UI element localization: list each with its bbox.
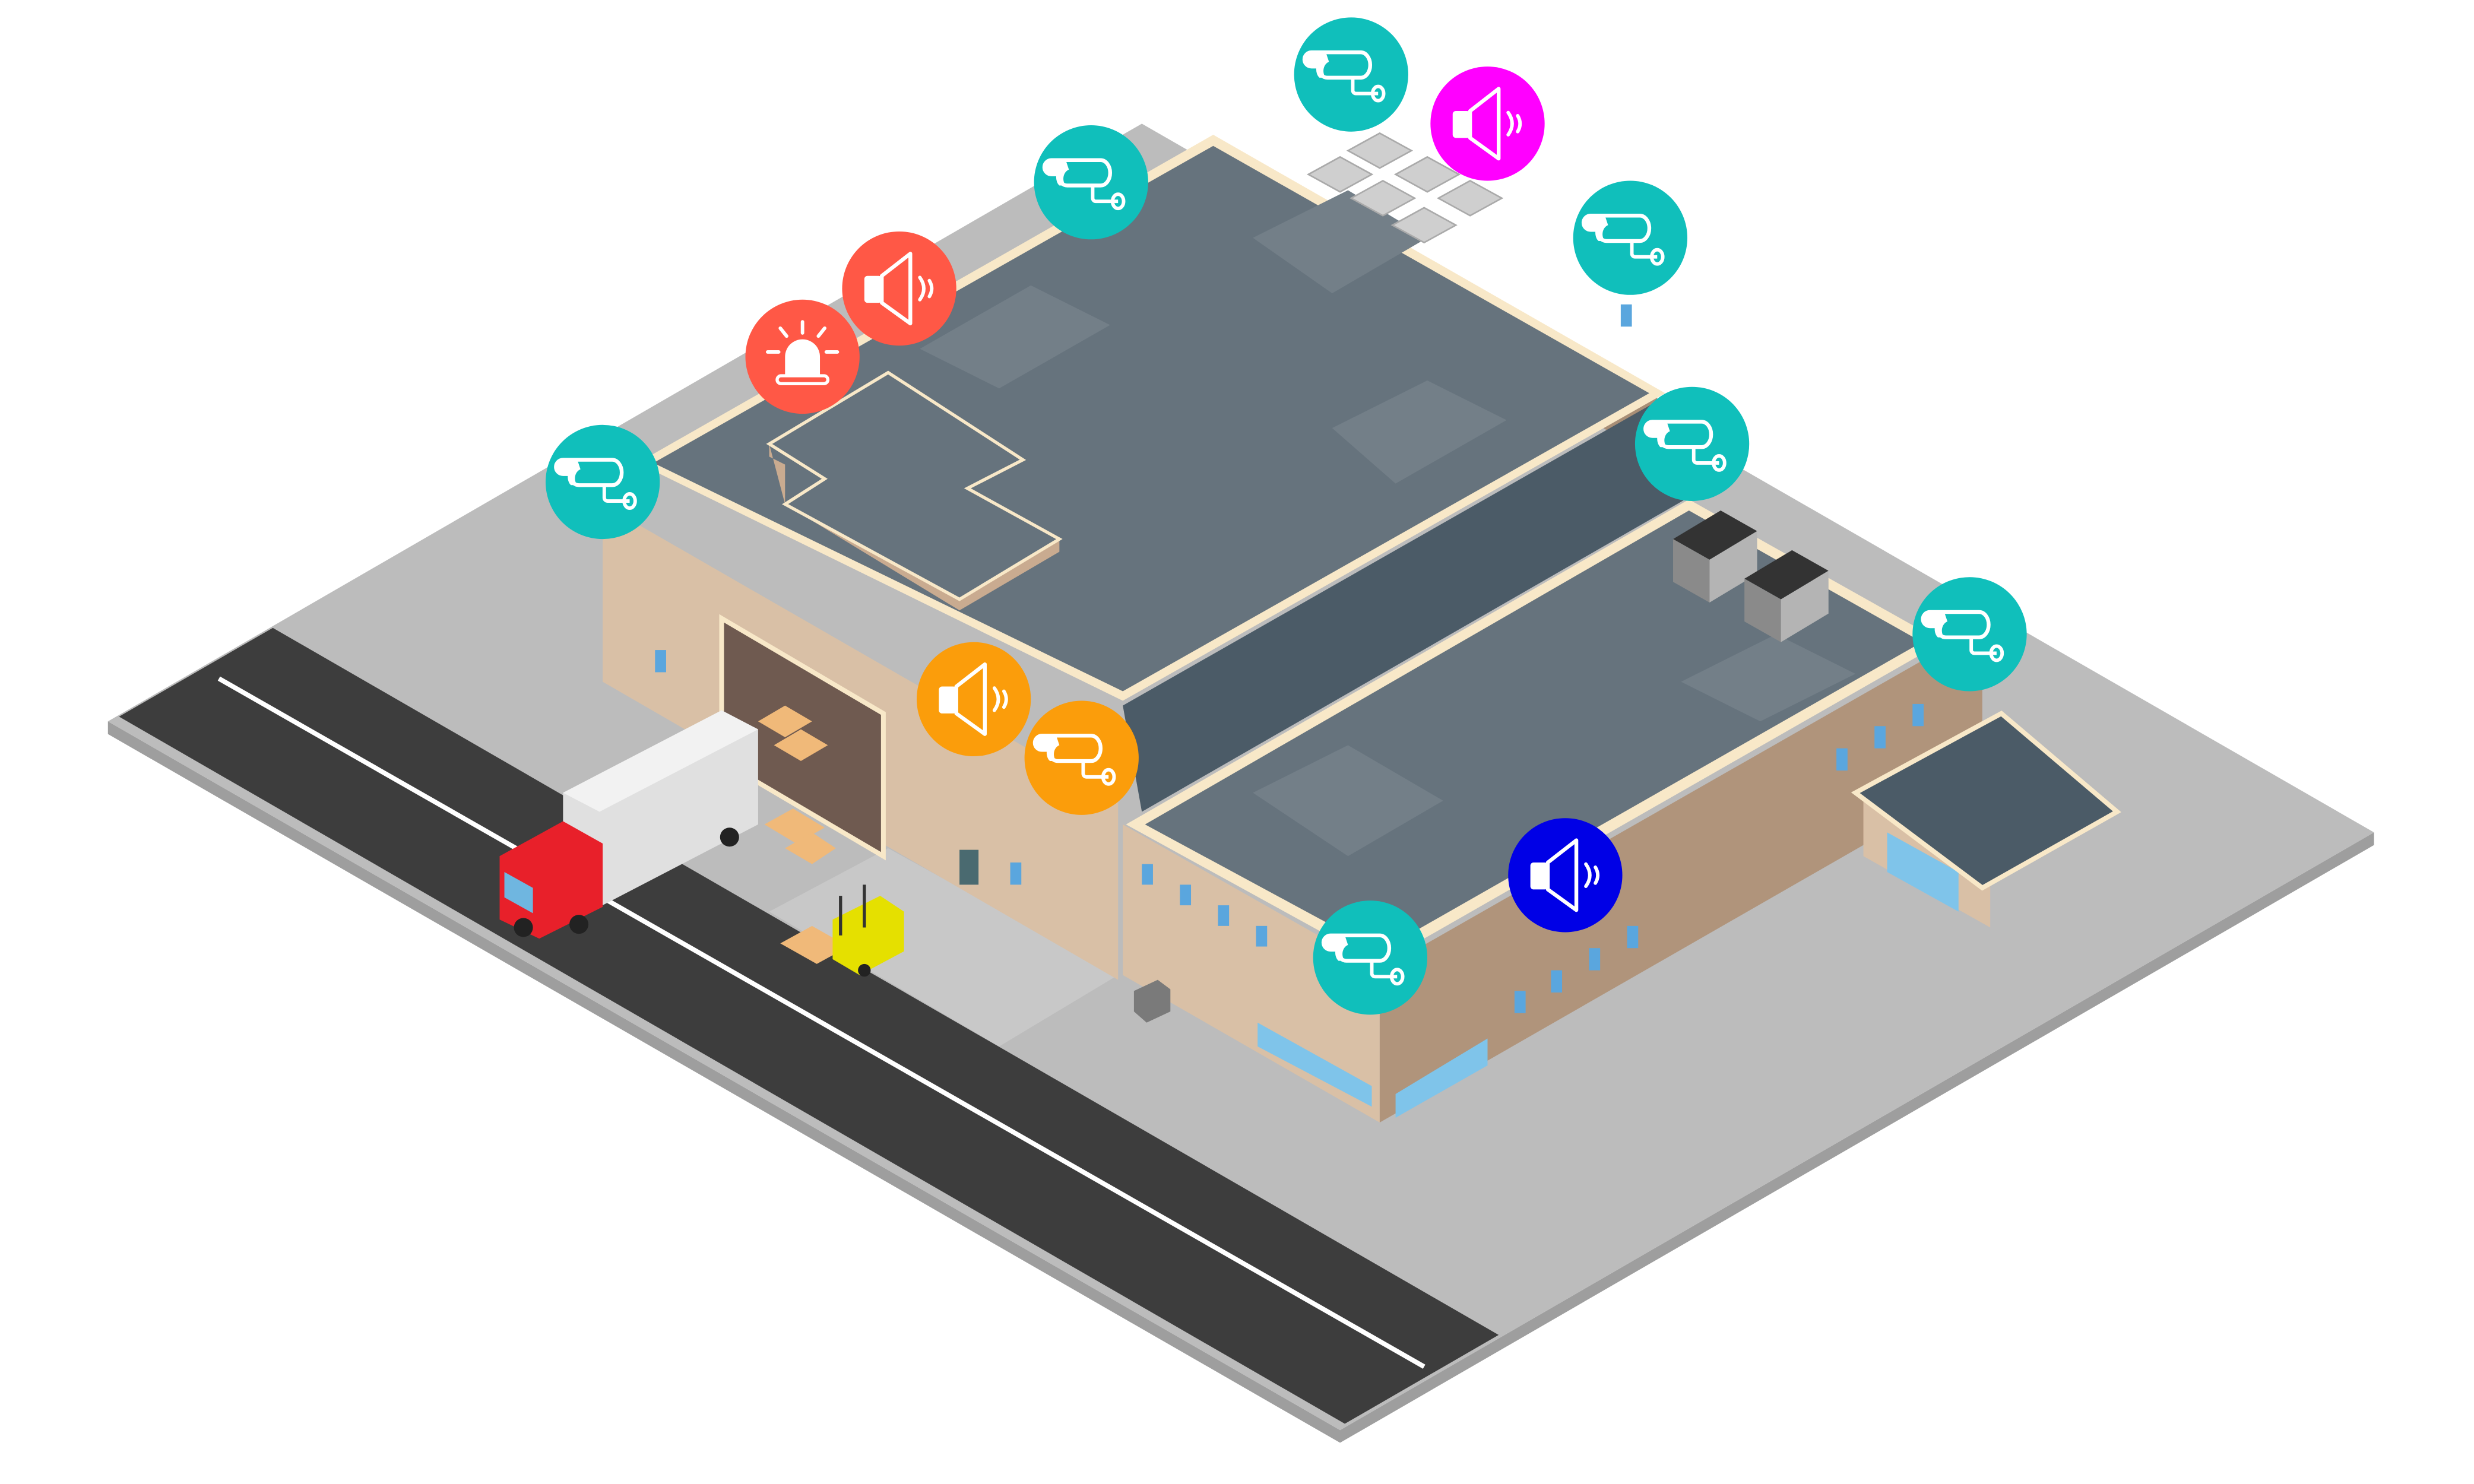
siren-marker[interactable] — [745, 299, 860, 414]
hvac-units — [1673, 510, 1829, 642]
side-door — [959, 849, 979, 885]
rooftop-section-side — [769, 443, 1060, 611]
forklift — [780, 884, 904, 977]
ground-floor-glass — [1395, 1038, 1488, 1118]
annex-glass — [1887, 832, 1959, 912]
camera-marker[interactable] — [1034, 125, 1148, 240]
speaker-marker[interactable] — [842, 231, 956, 346]
marker-circle — [916, 642, 1031, 757]
camera-marker[interactable] — [1024, 700, 1139, 815]
camera-marker[interactable] — [545, 424, 660, 540]
road — [119, 627, 1499, 1424]
windows — [655, 304, 1924, 1013]
roof-patch — [920, 285, 1110, 389]
marker-circle — [1034, 125, 1148, 240]
driveway — [769, 848, 1119, 1047]
marker-circle — [1634, 386, 1750, 502]
trash-bin — [1133, 979, 1171, 1023]
connector-roof — [1123, 401, 1713, 812]
rooftop-section — [766, 370, 1063, 601]
marker-circle — [1313, 900, 1428, 1015]
camera-marker[interactable] — [1573, 180, 1688, 295]
marker-circle — [545, 424, 660, 540]
camera-marker[interactable] — [1912, 577, 2027, 692]
marker-circle — [1430, 66, 1545, 181]
roof-patch — [1681, 634, 1856, 722]
roof-patch — [1332, 380, 1507, 484]
camera-marker[interactable] — [1634, 386, 1750, 502]
ground-floor-glass — [1257, 1022, 1372, 1107]
camera-marker[interactable] — [1313, 900, 1428, 1015]
second-wall-side — [1379, 626, 1982, 1123]
speaker-marker[interactable] — [1430, 66, 1545, 181]
annex-glass-roof — [1851, 711, 2121, 891]
road-line — [217, 676, 1426, 1369]
marker-circle — [1294, 17, 1408, 132]
marker-circle — [1024, 700, 1139, 815]
roof-patch — [1253, 745, 1443, 857]
marker-circle — [842, 231, 956, 346]
speaker-marker[interactable] — [916, 642, 1031, 757]
cargo-boxes — [758, 705, 836, 864]
skylights — [1306, 132, 1504, 244]
marker-circle — [1573, 180, 1688, 295]
truck — [499, 710, 758, 939]
marker-circle — [1912, 577, 2027, 692]
marker-circle — [1508, 818, 1623, 933]
device-markers — [545, 17, 2027, 1015]
speaker-marker[interactable] — [1508, 818, 1623, 933]
camera-marker[interactable] — [1294, 17, 1408, 132]
